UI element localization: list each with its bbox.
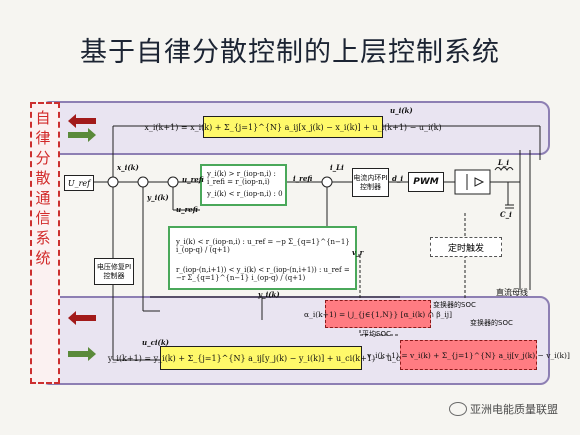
- communication-system-box: [30, 102, 60, 384]
- wechat-icon: [449, 402, 467, 416]
- label-ili: i_Li: [330, 163, 344, 172]
- label-uci: u_ci(k): [142, 338, 169, 347]
- voltage-consensus-equation: y_i(k+1) = y_i(k) + Σ_{j=1}^{N} a_ij[y_j…: [108, 346, 414, 370]
- voltage-restoration-rule: y_i(k) < r_(iop-n,i) : u_ref = −p Σ_{q=1…: [168, 226, 357, 290]
- current-limit-rule: y_i(k) > r_(iop-n,i) : i_refi = r_(iop-n…: [200, 164, 287, 206]
- current-loop-pi-block: 电流内环PI控制器: [352, 168, 389, 197]
- label-dc-bus: 直流母线: [496, 288, 528, 297]
- label-average-soc: 平均SOC: [362, 330, 391, 338]
- reference-voltage-input: U_ref: [64, 175, 94, 191]
- label-di: d_i: [392, 174, 404, 183]
- communication-system-label: 自律分散通信系统: [35, 109, 51, 267]
- label-ci: C_i: [500, 210, 512, 219]
- label-soc-converter-1: 变换器的SOC: [433, 301, 476, 309]
- slide-title: 基于自律分散控制的上层控制系统: [80, 37, 500, 68]
- label-xi: x_i(k): [117, 163, 139, 172]
- watermark-text: 亚洲电能质量联盟: [470, 403, 558, 416]
- pwm-block: PWM: [408, 172, 444, 192]
- label-yi-feedback: y_i(k): [258, 290, 280, 299]
- label-urefi-lower: u_refi: [176, 205, 198, 214]
- voltage-restoration-rule-line-2: r_(iop-(n,i+1)) < y_i(k) < r_(iop-(n,i+1…: [176, 266, 350, 282]
- label-soc-converter-2: 变换器的SOC: [470, 319, 513, 327]
- label-ui: u_i(k): [390, 106, 413, 115]
- voltage-restoration-rule-line-1: y_i(k) < r_(iop-n,i) : u_ref = −p Σ_{q=1…: [176, 238, 350, 254]
- current-limit-rule-line-2: y_i(k) < r_(iop-n,i) : 0: [207, 190, 283, 198]
- label-urefi: u_refi: [182, 175, 204, 184]
- current-limit-rule-line-1: y_i(k) > r_(iop-n,i) : i_refi = r_(iop-n…: [207, 170, 276, 186]
- timer-trigger-block: 定时触发: [430, 237, 502, 257]
- state-consensus-equation: x_i(k+1) = x_i(k) + Σ_{j=1}^{N} a_ij[x_j…: [144, 116, 442, 138]
- label-irefi: i_refi: [293, 174, 313, 183]
- soc-consensus-equation: v_i(k+1) = v_i(k) + Σ_{j=1}^{N} a_ij[v_j…: [367, 340, 570, 370]
- label-li: L_i: [498, 158, 510, 167]
- label-yi: y_i(k): [147, 193, 169, 202]
- soc-union-equation: α_i(k+1) = ⋃_{j∈{1,N}} [α_i(k) ∩ β_ij]: [304, 300, 452, 328]
- voltage-restoration-pi-block: 电压修复PI控制器: [94, 258, 134, 285]
- label-vr: v_r: [352, 248, 364, 257]
- watermark: 亚洲电能质量联盟: [449, 401, 558, 417]
